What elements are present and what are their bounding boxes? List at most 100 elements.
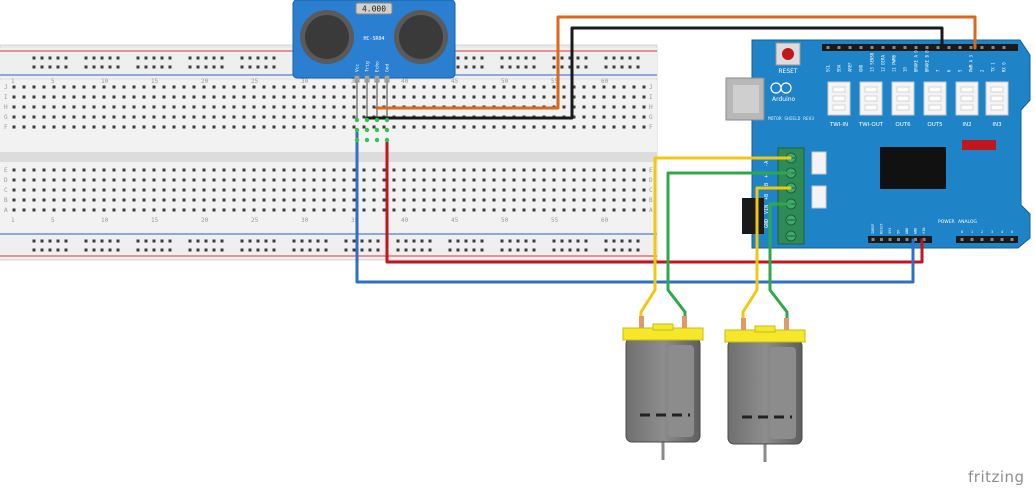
breadboard-hole [312, 105, 316, 109]
breadboard-hole [642, 188, 646, 192]
breadboard-hole [42, 125, 46, 129]
breadboard-hole [172, 178, 176, 182]
breadboard-column-number: 20 [201, 78, 209, 85]
tinkerkit-connector: IN2 [955, 81, 979, 128]
breadboard-row-letter: A [4, 207, 8, 214]
power-rail-hole [472, 56, 476, 60]
breadboard-hole [282, 85, 286, 89]
screw-terminal-block [777, 147, 805, 245]
breadboard-hole [392, 188, 396, 192]
breadboard-hole [522, 168, 526, 172]
breadboard-hole [322, 178, 326, 182]
breadboard-hole [312, 178, 316, 182]
breadboard-hole [152, 208, 156, 212]
breadboard-hole [12, 188, 16, 192]
jumper-block-1 [811, 151, 827, 175]
breadboard-hole [392, 85, 396, 89]
breadboard-hole [542, 95, 546, 99]
breadboard-hole [222, 125, 226, 129]
breadboard-column-number: 10 [101, 217, 109, 224]
power-rail-hole [376, 248, 380, 252]
power-pin-label: RESET [880, 223, 884, 234]
breadboard-hole [312, 85, 316, 89]
power-rail-hole [472, 248, 476, 252]
power-rail-hole [248, 65, 252, 69]
breadboard-hole [152, 105, 156, 109]
breadboard-hole [122, 178, 126, 182]
power-rail-hole [500, 239, 504, 243]
breadboard-hole [172, 188, 176, 192]
power-rail-hole [272, 65, 276, 69]
power-rail-hole [300, 248, 304, 252]
breadboard-hole [182, 105, 186, 109]
power-rail-hole [108, 248, 112, 252]
breadboard-column-number: 1 [11, 78, 15, 85]
power-rail-hole [152, 65, 156, 69]
power-rail-hole [552, 56, 556, 60]
power-rail-hole [108, 239, 112, 243]
breadboard-hole [432, 168, 436, 172]
breadboard-hole [182, 188, 186, 192]
breadboard-hole [502, 198, 506, 202]
breadboard-hole [562, 178, 566, 182]
breadboard-hole [272, 85, 276, 89]
breadboard-hole [102, 188, 106, 192]
breadboard-hole [302, 168, 306, 172]
power-rail-hole [516, 65, 520, 69]
breadboard-hole [422, 178, 426, 182]
breadboard-hole [302, 125, 306, 129]
breadboard-hole [312, 168, 316, 172]
power-rail-hole [100, 65, 104, 69]
breadboard-hole [32, 105, 36, 109]
power-rail-hole [324, 248, 328, 252]
power-rail-hole [160, 248, 164, 252]
power-rail-hole [92, 56, 96, 60]
breadboard-hole [232, 115, 236, 119]
breadboard-hole [472, 208, 476, 212]
breadboard-hole [612, 188, 616, 192]
breadboard-hole [72, 168, 76, 172]
power-rail-hole [568, 65, 572, 69]
orange-wire [375, 15, 977, 110]
power-rail-hole [56, 56, 60, 60]
power-rail-hole [508, 239, 512, 243]
breadboard-column-number: 40 [401, 217, 409, 224]
tinkerkit-connector: OUT5 [923, 81, 947, 128]
breadboard-hole [602, 105, 606, 109]
header-pin [888, 238, 892, 241]
breadboard-hole [312, 188, 316, 192]
power-rail-hole [84, 239, 88, 243]
power-rail-hole [212, 239, 216, 243]
breadboard-hole [162, 125, 166, 129]
power-rail-hole [144, 248, 148, 252]
breadboard-hole [252, 168, 256, 172]
breadboard-hole [32, 95, 36, 99]
breadboard-hole [222, 105, 226, 109]
breadboard-hole [192, 105, 196, 109]
breadboard-hole [622, 95, 626, 99]
header-pin-label: 7 [936, 69, 941, 72]
breadboard-hole [62, 198, 66, 202]
breadboard-hole [502, 85, 506, 89]
breadboard-hole [342, 178, 346, 182]
breadboard-hole [322, 198, 326, 202]
breadboard-hole [62, 208, 66, 212]
breadboard-hole [602, 188, 606, 192]
breadboard-hole [622, 178, 626, 182]
breadboard-hole [322, 105, 326, 109]
header-pin [880, 238, 883, 241]
power-rail-hole [508, 65, 512, 69]
power-rail-hole [480, 65, 484, 69]
power-rail-hole [344, 239, 348, 243]
connector-label: OUT5 [927, 122, 943, 128]
power-rail-hole [196, 239, 200, 243]
breadboard-hole [622, 85, 626, 89]
power-rail-hole [612, 239, 616, 243]
power-rail-hole [456, 239, 460, 243]
breadboard-hole [42, 115, 46, 119]
breadboard-row-letter: J [4, 84, 8, 91]
breadboard-hole [32, 125, 36, 129]
breadboard-hole [582, 168, 586, 172]
power-rail-hole [568, 239, 572, 243]
